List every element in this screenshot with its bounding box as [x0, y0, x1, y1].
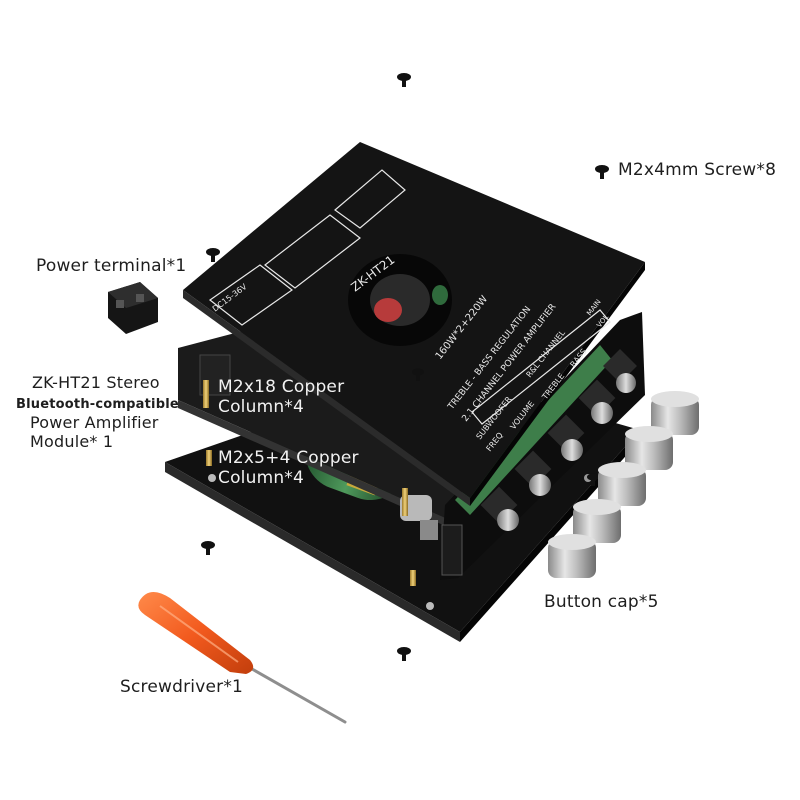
copper-column-short-right: [410, 570, 416, 586]
knob-shaft-volume: [514, 450, 552, 496]
copper-column-long-left: [203, 380, 209, 408]
knob-shaft-bass: [578, 379, 616, 424]
screw-icon: [397, 647, 411, 661]
button-cap-icon: [573, 499, 621, 543]
module-label-line2: Bluetooth-compatible: [16, 397, 179, 412]
knob-shaft-freq: [480, 486, 519, 531]
module-label-line3: Power Amplifier: [30, 413, 159, 432]
copper-column-long-label-line2: Column*4: [218, 397, 305, 417]
screw-icon: [397, 73, 411, 87]
screw-icon: [595, 165, 609, 179]
screw-icon: [587, 473, 599, 486]
screw-icon: [201, 541, 215, 555]
screwdriver-icon: [138, 591, 347, 724]
copper-column-short-left: [206, 450, 212, 466]
power-terminal-icon: [108, 282, 158, 334]
screwdriver-label: Screwdriver*1: [120, 677, 244, 697]
copper-column-short-label-line2: Column*4: [218, 468, 305, 488]
knob-shaft-main: [603, 349, 637, 393]
button-cap-icon: [651, 391, 699, 435]
button-cap-icon: [548, 534, 596, 578]
knob-shaft-treble: [547, 414, 585, 461]
copper-column-long-right: [402, 488, 408, 516]
power-terminal-label: Power terminal*1: [36, 256, 187, 276]
copper-column-short-label-line1: M2x5+4 Copper: [218, 448, 359, 468]
button-cap-label: Button cap*5: [544, 592, 659, 612]
module-label-line4: Module* 1: [30, 432, 114, 451]
module-label-line1: ZK-HT21 Stereo: [32, 373, 160, 392]
screw-label: M2x4mm Screw*8: [618, 160, 777, 180]
button-cap-icon: [625, 426, 673, 470]
copper-column-long-label-line1: M2x18 Copper: [218, 377, 345, 397]
top-cover: [183, 142, 645, 506]
screw-icon: [206, 248, 220, 262]
button-cap-icon: [598, 462, 646, 506]
screw-icon: [412, 368, 424, 381]
